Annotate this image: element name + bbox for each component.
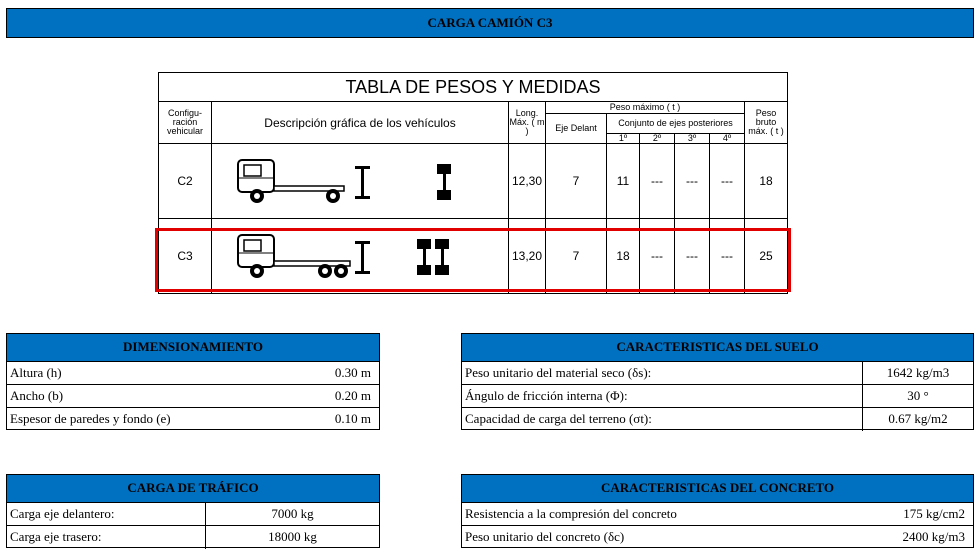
dimensionamiento-title: DIMENSIONAMIENTO [7,334,379,362]
suelo-panel: CARACTERISTICAS DEL SUELO Peso unitario … [461,333,974,431]
dimensionamiento-panel: DIMENSIONAMIENTO Altura (h) 0.30 m Ancho… [6,333,380,430]
axle-3-header: 3º [674,133,710,144]
dim-value: 0.20 m [334,388,371,403]
row-c2-eje: 7 [545,143,607,219]
row-c2-axle-2: --- [639,143,675,219]
concreto-title: CARACTERISTICAS DEL CONCRETO [462,475,973,503]
col-eje-delant-header: Eje Delant [545,113,607,144]
concreto-label: Peso unitario del concreto (δc) [465,529,625,544]
truck-c2-illustration [211,143,509,219]
row-c2-axle-3: --- [674,143,710,219]
dim-row-espesor: Espesor de paredes y fondo (e) 0.10 m [7,408,379,431]
dim-row-ancho: Ancho (b) 0.20 m [7,385,379,408]
axle-4-header: 4º [709,133,745,144]
dim-value: 0.30 m [334,365,371,380]
suelo-label: Capacidad de carga del terreno (σt): [465,411,652,426]
suelo-value: 30 ° [862,385,973,407]
trafico-row-delantero: Carga eje delantero: 7000 kg [7,503,379,526]
suelo-row-capacidad: Capacidad de carga del terreno (σt): 0.6… [462,408,973,431]
col-peso-bruto-header: Peso bruto máx. ( t ) [744,101,788,144]
concreto-value: 2400 kg/m3 [902,529,965,544]
concreto-panel: CARACTERISTICAS DEL CONCRETO Resistencia… [461,474,974,548]
dim-value: 0.10 m [334,411,371,426]
dim-label: Espesor de paredes y fondo (e) [10,411,171,426]
axle-1-header: 1º [606,133,640,144]
page-banner: CARGA CAMIÓN C3 [6,8,974,38]
trafico-row-trasero: Carga eje trasero: 18000 kg [7,526,379,549]
suelo-row-angulo: Ángulo de fricción interna (Φ): 30 ° [462,385,973,408]
col-peso-max-header: Peso máximo ( t ) [545,101,745,114]
suelo-label: Peso unitario del material seco (δs): [465,365,652,380]
axle-2-header: 2º [639,133,675,144]
row-c2-config: C2 [158,143,212,219]
trafico-value: 18000 kg [205,526,379,549]
col-long-header: Long. Máx. ( m ) [508,101,546,144]
suelo-label: Ángulo de fricción interna (Φ): [465,388,628,403]
trafico-value: 7000 kg [205,503,379,525]
row-c2-bruto: 18 [744,143,788,219]
col-desc-header: Descripción gráfica de los vehículos [211,101,509,144]
c3-highlight-box [155,228,791,292]
dim-label: Altura (h) [10,365,62,380]
trafico-panel: CARGA DE TRÁFICO Carga eje delantero: 70… [6,474,380,549]
row-c2-axle-4: --- [709,143,745,219]
suelo-title: CARACTERISTICAS DEL SUELO [462,334,973,362]
col-conjunto-header: Conjunto de ejes posteriores [606,113,745,134]
dim-label: Ancho (b) [10,388,64,403]
col-config-header: Configu-ración vehicular [158,101,212,144]
concreto-row-resistencia: Resistencia a la compresión del concreto… [462,503,973,526]
row-c2-axle-1: 11 [606,143,640,219]
trafico-title: CARGA DE TRÁFICO [7,475,379,503]
concreto-label: Resistencia a la compresión del concreto [465,506,677,521]
weights-table-title: TABLA DE PESOS Y MEDIDAS [158,72,788,102]
suelo-value: 0.67 kg/m2 [862,408,973,431]
trafico-label: Carga eje trasero: [10,529,102,544]
trafico-label: Carga eje delantero: [10,506,115,521]
row-c2-long: 12,30 [508,143,546,219]
dim-row-altura: Altura (h) 0.30 m [7,362,379,385]
suelo-row-peso: Peso unitario del material seco (δs): 16… [462,362,973,385]
suelo-value: 1642 kg/m3 [862,362,973,384]
concreto-row-peso: Peso unitario del concreto (δc) 2400 kg/… [462,526,973,549]
concreto-value: 175 kg/cm2 [903,506,965,521]
